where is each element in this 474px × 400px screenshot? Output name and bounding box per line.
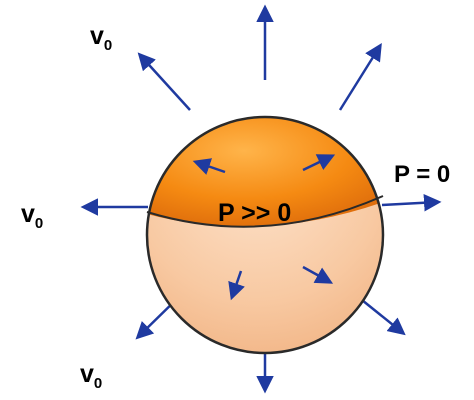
- arrow-up-left: [137, 52, 191, 111]
- inner-arrow-upper-left: [192, 158, 226, 175]
- arrow-up-right: [338, 43, 382, 111]
- inner-arrow-lower-right: [302, 265, 334, 284]
- velocity-label-top-left: v0: [90, 22, 112, 54]
- equator-line: [146, 195, 384, 228]
- sphere-outline: [145, 115, 385, 355]
- inner-arrow-lower-left: [228, 270, 245, 301]
- velocity-label-left: v0: [21, 200, 43, 232]
- sphere: [145, 115, 385, 355]
- velocity-label-bottom-left: v0: [80, 360, 102, 392]
- labels: v0 v0 v0 P = 0 P >> 0: [21, 22, 450, 392]
- pressure-outside-label: P = 0: [394, 161, 450, 188]
- pressure-inside-label: P >> 0: [218, 199, 291, 227]
- arrow-right: [381, 194, 442, 212]
- inner-arrow-upper-right: [302, 154, 336, 172]
- inner-velocity-arrows: [192, 154, 336, 301]
